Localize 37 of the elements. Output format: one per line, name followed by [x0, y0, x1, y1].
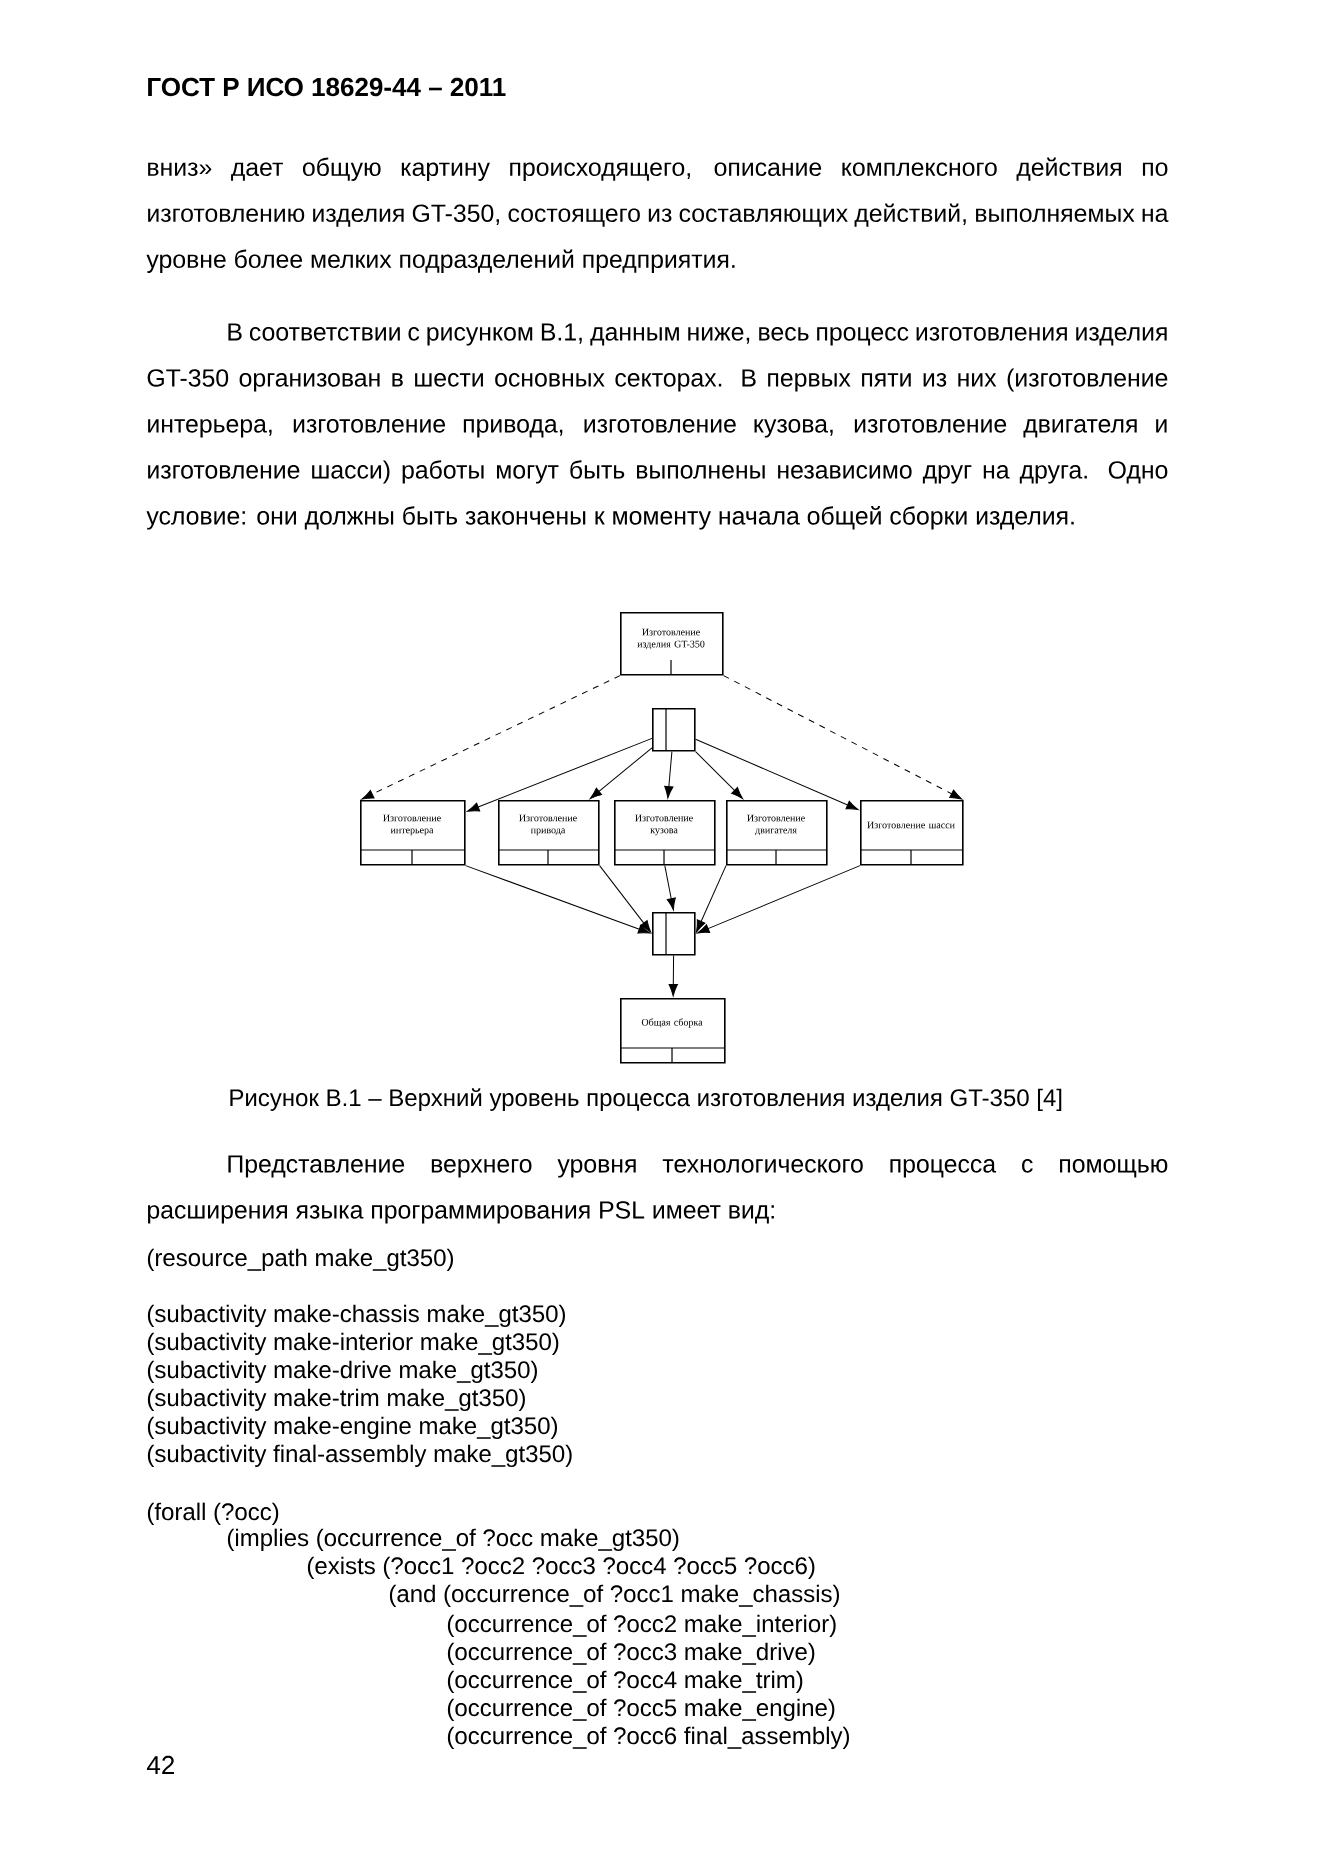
arrow: [696, 865, 727, 933]
junction-box: [652, 707, 696, 752]
code-line: (occurrence_of ?occ2 make_interior): [447, 1614, 836, 1637]
code-line: (subactivity make-drive make_gt350): [147, 1360, 537, 1383]
arrow: [664, 865, 676, 911]
paragraph: Представление верхнего уровня технологического процесса с помощью расширения языка программирования PSL имеет вид:: [148, 1155, 1168, 1224]
code-line: (occurrence_of ?occ3 make_drive): [447, 1642, 815, 1665]
figure-caption: Рисунок В.1 – Верхний уровень процесса изготовления изделия GT-350 [4]: [230, 1088, 1062, 1111]
code-line: (implies (occurrence_of ?occ make_gt350): [227, 1528, 679, 1551]
paragraph: вниз» дает общую картину происходящего, описание комплексного действия по изготовлению изделия GT-350, состоящего из составляющих действий, выполняемых на уровне более мелких подразделений предприятия.: [146, 157, 1169, 273]
page-number: 42: [147, 1755, 174, 1774]
code-line: (forall (?occ): [147, 1502, 279, 1525]
arrow: [599, 865, 652, 933]
code-line: (subactivity make-engine make_gt350): [147, 1416, 558, 1439]
arrow: [697, 865, 861, 934]
code-line: (exists (?occ1 ?occ2 ?occ3 ?occ4 ?occ5 ?occ6): [307, 1556, 815, 1579]
code-line: (subactivity make-chassis make_gt350): [147, 1304, 565, 1327]
arrow: [695, 738, 859, 811]
arrow: [664, 751, 674, 799]
code-line: (subactivity make-trim make_gt350): [147, 1388, 525, 1411]
code-line: (resource_path make_gt350): [147, 1248, 453, 1271]
arrow: [668, 955, 678, 997]
code-line: (subactivity final-assembly make_gt350): [147, 1444, 572, 1467]
code-line: (occurrence_of ?occ5 make_engine): [447, 1698, 835, 1721]
junction-box: [652, 911, 696, 956]
arrow: [589, 747, 653, 800]
page-header: ГОСТ Р ИСО 18629-44 – 2011: [148, 77, 506, 97]
dashed-arrow: [723, 675, 963, 800]
arrow: [695, 751, 743, 799]
code-line: (and (occurrence_of ?occ1 make_chassis): [389, 1584, 840, 1607]
code-line: (subactivity make-interior make_gt350): [147, 1332, 559, 1355]
code-line: (occurrence_of ?occ4 make_trim): [447, 1670, 803, 1693]
arrow: [465, 865, 651, 934]
paragraph: В соответствии с рисунком В.1, данным ниже, весь процесс изготовления изделия GT-350 организован в шести основных секторах. В первых пяти из них (изготовление интерьера, изготовление привода, изготовление кузова, изготовление двигателя и изготовление шасси) работы могут быть выполнены независимо друг на друга. Одно условие: они должны быть закончены к моменту начала общей сборки изделия.: [146, 323, 1168, 530]
arrow: [467, 737, 653, 812]
dashed-arrow: [361, 675, 621, 800]
code-line: (occurrence_of ?occ6 final_assembly): [447, 1726, 849, 1749]
